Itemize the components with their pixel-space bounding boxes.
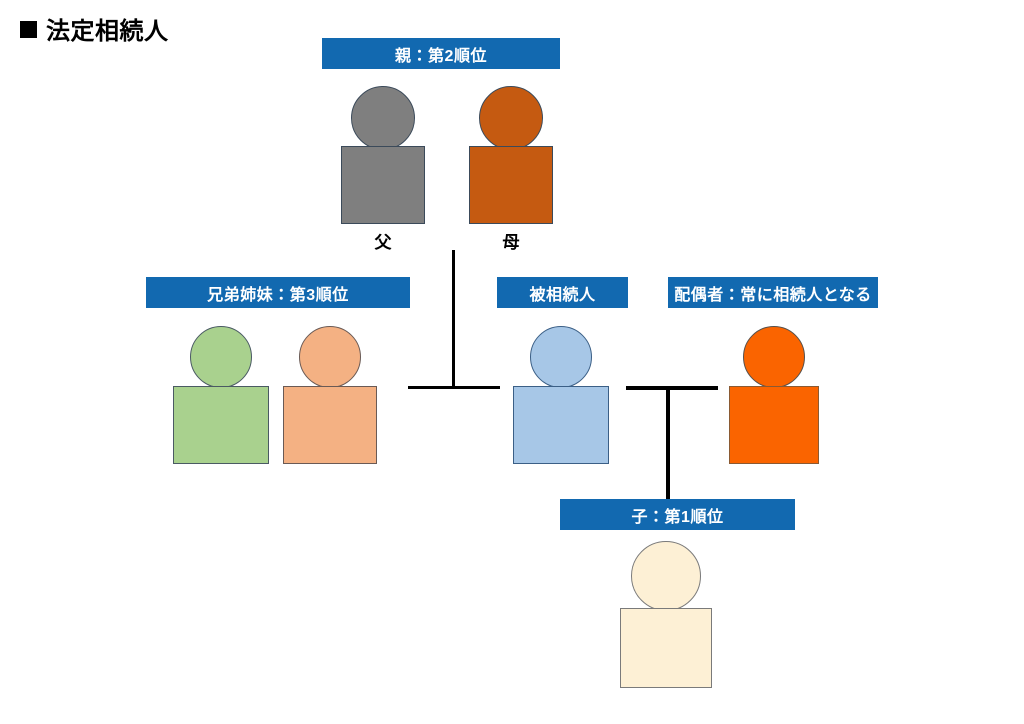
sibling-1-head	[190, 326, 252, 388]
page-title-text: 法定相続人	[46, 18, 169, 45]
child-vertical-connector	[666, 386, 670, 500]
banner-siblings-label: 兄弟姉妹：第3順位	[207, 286, 349, 304]
parents-horizontal-connector	[408, 386, 500, 389]
father-caption: 父	[374, 233, 392, 252]
mother-head	[479, 86, 543, 150]
figure-mother: 母	[469, 86, 553, 252]
banner-siblings: 兄弟姉妹：第3順位	[146, 277, 410, 308]
banner-decedent-label: 被相続人	[529, 286, 596, 304]
figure-child	[620, 541, 712, 693]
spouse-head	[743, 326, 805, 388]
figure-father: 父	[341, 86, 425, 252]
square-bullet-icon	[20, 21, 37, 38]
banner-parents-label: 親：第2順位	[395, 47, 487, 65]
marriage-horizontal-connector	[626, 386, 718, 390]
figure-decedent	[513, 326, 609, 468]
figure-sibling-1	[173, 326, 269, 468]
father-body	[341, 146, 425, 224]
decedent-head	[530, 326, 592, 388]
banner-parents: 親：第2順位	[322, 38, 560, 69]
page-title: 法定相続人	[20, 11, 169, 46]
figure-spouse	[729, 326, 819, 468]
banner-decedent: 被相続人	[497, 277, 628, 308]
sibling-2-head	[299, 326, 361, 388]
mother-caption: 母	[502, 233, 520, 252]
spouse-body	[729, 386, 819, 464]
banner-spouse: 配偶者：常に相続人となる	[668, 277, 878, 308]
sibling-2-body	[283, 386, 377, 464]
decedent-body	[513, 386, 609, 464]
sibling-1-body	[173, 386, 269, 464]
figure-sibling-2	[283, 326, 377, 468]
father-head	[351, 86, 415, 150]
child-head	[631, 541, 701, 611]
banner-child: 子：第1順位	[560, 499, 795, 530]
banner-child-label: 子：第1順位	[631, 508, 724, 526]
banner-spouse-label: 配偶者：常に相続人となる	[674, 286, 872, 304]
mother-body	[469, 146, 553, 224]
child-body	[620, 608, 712, 688]
parents-vertical-connector	[452, 250, 455, 388]
